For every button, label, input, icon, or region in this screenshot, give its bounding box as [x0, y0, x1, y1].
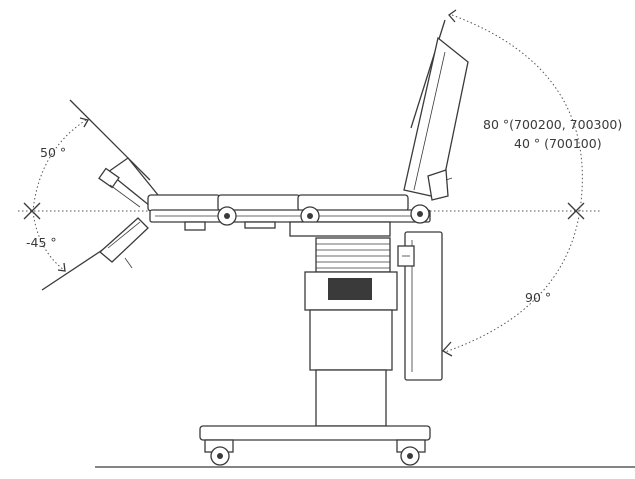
back-up-ref-line [410, 19, 446, 129]
label-head-down-angle: -45 ° [26, 235, 57, 250]
back-up-arrow [448, 9, 457, 23]
column-control-panel [328, 278, 372, 300]
head-section-down [99, 217, 149, 269]
label-back-up-angle-line2: 40 ° (700100) [514, 136, 602, 151]
column [304, 271, 398, 427]
head-up-ref-line [69, 99, 151, 181]
table-top [147, 194, 431, 237]
back-section-lowered [397, 231, 443, 381]
head-down-arc [32, 211, 65, 271]
label-back-down-angle: 90 ° [525, 290, 551, 305]
left-pivot-marker [23, 202, 41, 220]
column-bellows [315, 237, 391, 273]
back-down-arrow [441, 341, 453, 357]
table-base [199, 425, 431, 466]
back-section-raised [403, 36, 469, 201]
head-up-arc [32, 119, 87, 211]
head-down-arrow [57, 262, 66, 272]
label-back-up-angle-line1: 80 °(700200, 700300) [483, 117, 622, 132]
label-head-up-angle: 50 ° [40, 145, 66, 160]
head-up-arrow [79, 117, 89, 128]
right-pivot-marker [567, 202, 585, 220]
